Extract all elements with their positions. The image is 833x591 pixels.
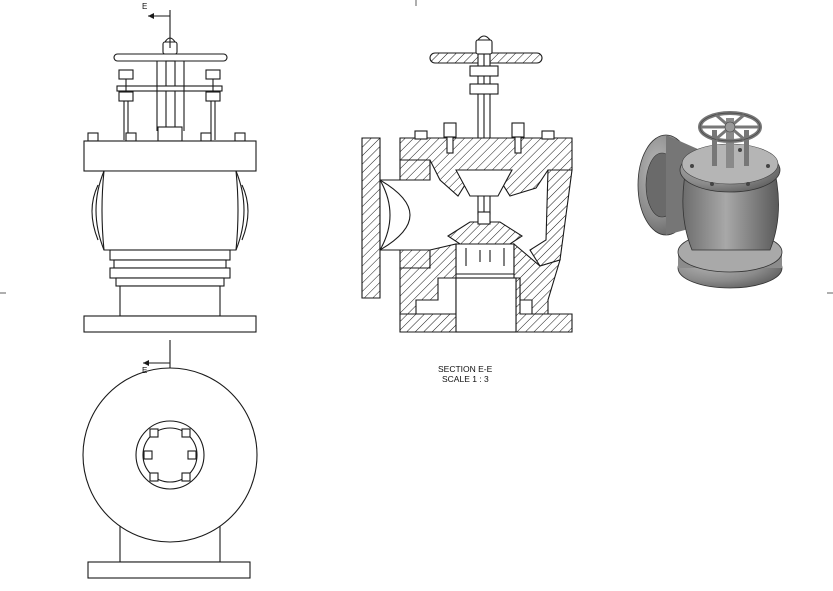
front-view: [83, 37, 257, 333]
section-marker-top: [148, 10, 171, 48]
section-marker-bottom-label: E: [142, 366, 147, 375]
isometric-render: [637, 111, 783, 289]
section-caption-scale: SCALE 1 : 3: [442, 374, 489, 384]
section-marker-bottom: [143, 340, 171, 368]
sheet-border-ticks: [0, 0, 833, 294]
section-marker-top-label: E: [142, 2, 147, 11]
bottom-view: [82, 367, 258, 579]
section-view: [361, 35, 573, 333]
section-caption-title: SECTION E-E: [438, 364, 493, 374]
